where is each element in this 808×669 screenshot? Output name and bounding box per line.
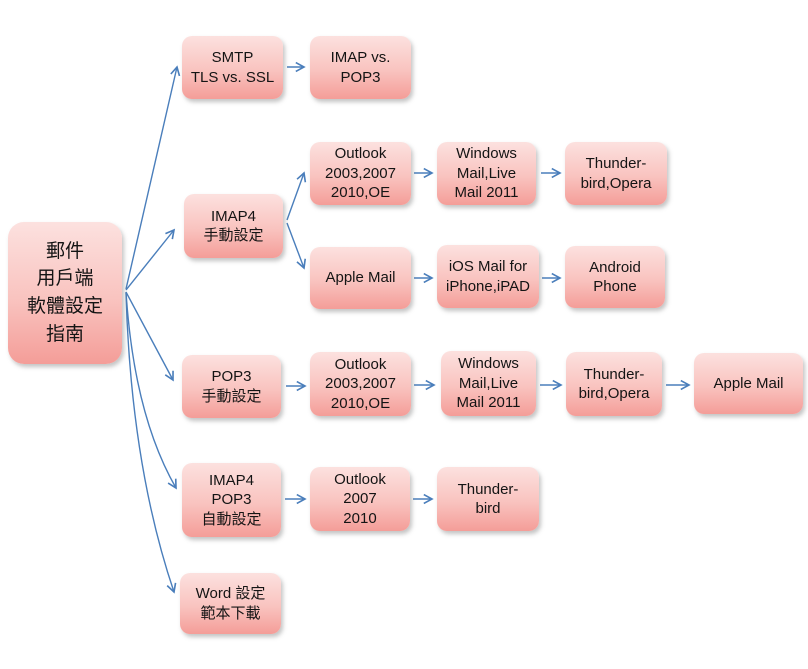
- arrow-imap4-outlook: [286, 171, 307, 221]
- node-thunderbird-auto: Thunder- bird: [437, 467, 539, 531]
- node-imap-vs-pop3: IMAP vs. POP3: [310, 36, 411, 99]
- arrow-root-word-template: [125, 292, 177, 594]
- node-word-template-download: Word 設定 範本下載: [180, 573, 281, 634]
- arrow-root-pop3-manual: [125, 291, 174, 382]
- node-thunderbird-opera-pop3: Thunder- bird,Opera: [566, 352, 662, 416]
- node-apple-mail-imap: Apple Mail: [310, 247, 411, 309]
- node-outlook-2007-2010-auto: Outlook 2007 2010: [310, 467, 410, 531]
- arrow-root-auto-setup: [125, 291, 177, 490]
- node-android-phone: Android Phone: [565, 246, 665, 308]
- node-thunderbird-opera-imap: Thunder- bird,Opera: [565, 142, 667, 205]
- node-apple-mail-pop3: Apple Mail: [694, 353, 803, 414]
- arrow-root-smtp: [125, 65, 181, 290]
- node-outlook-2003-2007-2010-oe-imap: Outlook 2003,2007 2010,OE: [310, 142, 411, 205]
- arrow-imap4-applemail: [286, 222, 307, 270]
- node-imap4-pop3-auto-setup: IMAP4 POP3 自動設定: [182, 463, 281, 537]
- node-smtp-tls-vs-ssl: SMTP TLS vs. SSL: [182, 36, 283, 99]
- node-windows-mail-live-mail-imap: Windows Mail,Live Mail 2011: [437, 142, 536, 205]
- node-ios-mail-iphone-ipad: iOS Mail for iPhone,iPAD: [437, 245, 539, 308]
- node-imap4-manual-setup: IMAP4 手動設定: [184, 194, 283, 258]
- node-root-mail-client-setup-guide: 郵件 用戶端 軟體設定 指南: [8, 222, 122, 364]
- node-windows-mail-live-mail-pop3: Windows Mail,Live Mail 2011: [441, 351, 536, 416]
- node-outlook-2003-2007-2010-oe-pop3: Outlook 2003,2007 2010,OE: [310, 352, 411, 416]
- arrow-root-imap4-manual: [125, 228, 176, 291]
- node-pop3-manual-setup: POP3 手動設定: [182, 355, 281, 418]
